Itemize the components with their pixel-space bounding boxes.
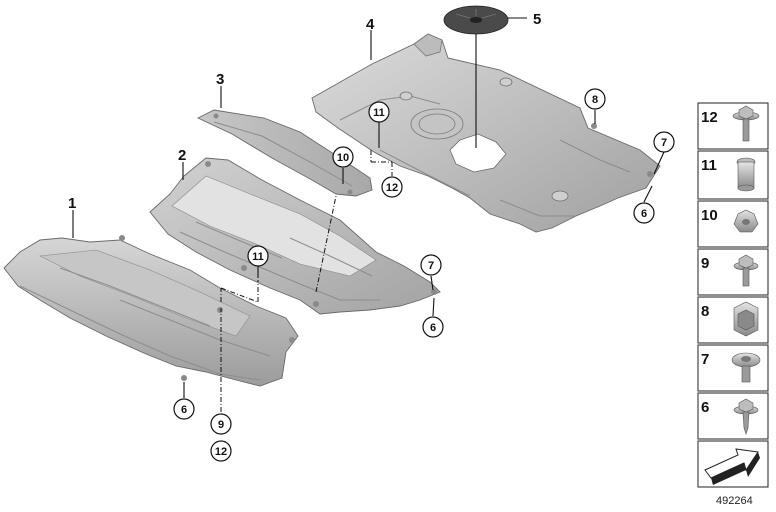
callout-part-1: 1 (68, 195, 76, 212)
clip-nut-icon (733, 301, 759, 337)
svg-text:7: 7 (661, 137, 667, 149)
hex-bolt-icon (733, 254, 759, 287)
callout-8: 8 (584, 88, 606, 110)
svg-text:10: 10 (337, 152, 349, 164)
svg-text:6: 6 (181, 404, 187, 416)
expanding-nut-icon (736, 157, 756, 192)
legend-item-7: 7 (697, 344, 769, 392)
callout-7-middle: 7 (420, 254, 442, 276)
leader-lines (72, 17, 665, 412)
tapping-screw-icon (733, 398, 759, 435)
svg-text:12: 12 (215, 446, 227, 458)
svg-text:7: 7 (428, 260, 434, 272)
callout-7-rear: 7 (653, 131, 675, 153)
underbody-panel-front (3, 235, 299, 387)
svg-text:12: 12 (701, 109, 718, 126)
callout-9: 9 (210, 413, 232, 435)
callout-6-rear: 6 (633, 202, 655, 224)
callout-6-front: 6 (173, 398, 195, 420)
legend-item-9: 9 (697, 248, 769, 296)
legend-item-10: 10 (697, 200, 769, 248)
callout-part-4: 4 (366, 16, 375, 33)
callout-12-front: 12 (210, 440, 232, 462)
svg-text:6: 6 (641, 208, 647, 220)
svg-text:6: 6 (701, 399, 709, 416)
svg-text:11: 11 (373, 107, 385, 119)
callout-11-middle: 11 (247, 245, 269, 267)
underbody-panel-rear (311, 33, 661, 233)
callout-12-rear: 12 (381, 176, 403, 198)
screw-washer-icon (732, 105, 760, 142)
legend-item-12: 12 (697, 102, 769, 150)
svg-text:7: 7 (701, 351, 709, 368)
callout-part-5: 5 (533, 11, 541, 28)
cover-strip (196, 109, 373, 197)
callout-11-rear: 11 (368, 101, 390, 123)
svg-text:9: 9 (218, 419, 224, 431)
fastener-legend: 12 11 10 9 (697, 102, 769, 488)
legend-item-11: 11 (697, 150, 769, 200)
push-rivet-icon (731, 352, 761, 383)
sound-pad (443, 5, 509, 35)
legend-orientation-box (697, 440, 769, 488)
svg-text:10: 10 (701, 207, 718, 224)
legend-item-8: 8 (697, 296, 769, 344)
svg-text:6: 6 (430, 322, 436, 334)
callout-part-2: 2 (178, 147, 186, 164)
diagram-number: 492264 (716, 495, 753, 507)
legend-item-6: 6 (697, 392, 769, 440)
svg-text:11: 11 (701, 157, 717, 174)
callout-part-3: 3 (216, 71, 224, 88)
speed-nut-icon (733, 209, 759, 233)
callout-6-middle: 6 (422, 316, 444, 338)
svg-text:11: 11 (252, 251, 264, 263)
svg-text:12: 12 (386, 182, 398, 194)
callout-10: 10 (332, 146, 354, 168)
svg-text:8: 8 (701, 303, 709, 320)
orientation-arrow-icon (704, 448, 760, 485)
svg-text:9: 9 (701, 255, 709, 272)
svg-text:8: 8 (592, 94, 598, 106)
